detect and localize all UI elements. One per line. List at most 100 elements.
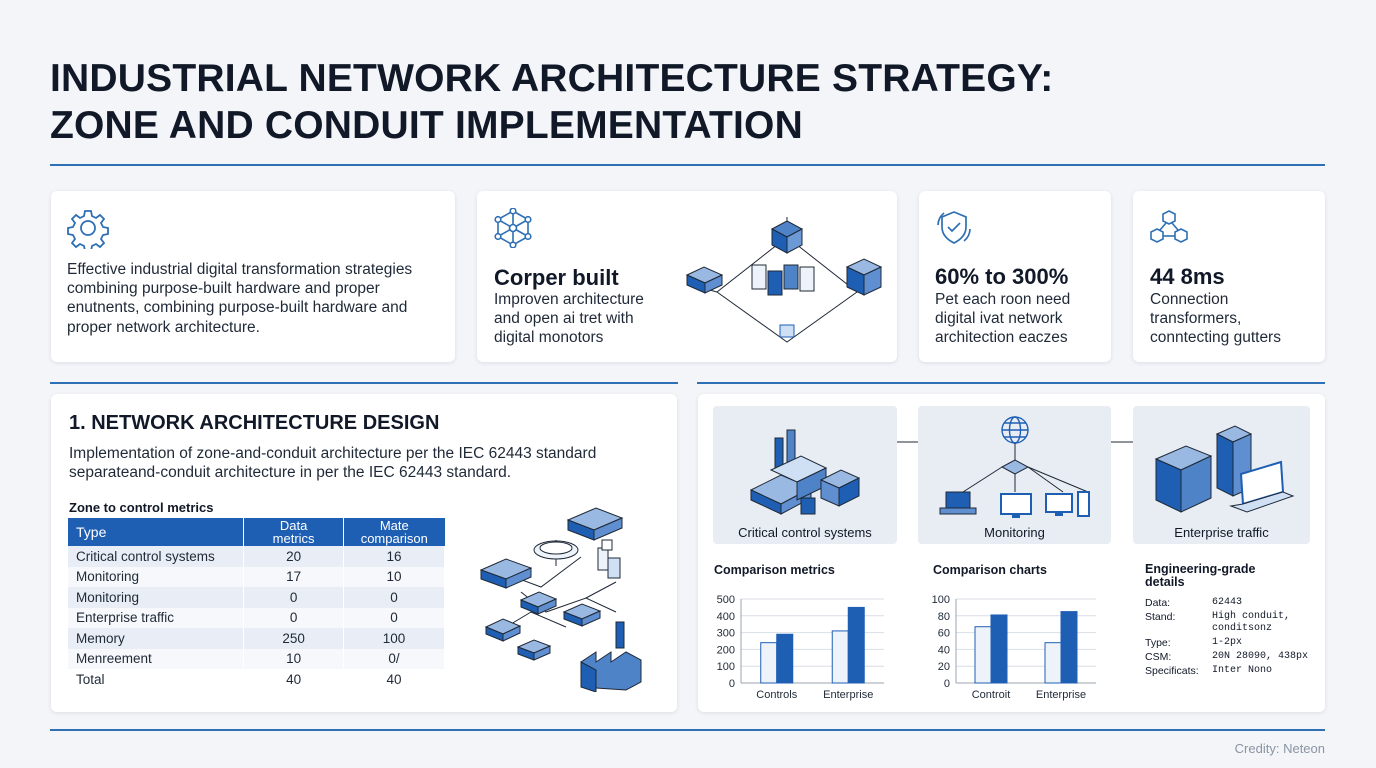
zone-monitoring[interactable]: Monitoring xyxy=(918,406,1111,544)
zone-label-monitoring: Monitoring xyxy=(984,525,1045,540)
switch-right-icon xyxy=(562,603,602,627)
cell-mate-comparison: 0 xyxy=(343,587,445,608)
section-title: 1. NETWORK ARCHITECTURE DESIGN xyxy=(69,412,440,434)
cell-mate-comparison: 0 xyxy=(343,607,445,628)
cell-mate-comparison: 0/ xyxy=(343,648,445,669)
cell-data-metrics: 10 xyxy=(243,648,345,669)
bar xyxy=(831,630,849,684)
latency-headline: 44 8ms xyxy=(1150,264,1225,289)
cell-data-metrics: 250 xyxy=(243,628,345,649)
y-tick-label: 200 xyxy=(717,644,735,656)
page-title: INDUSTRIAL NETWORK ARCHITECTURE STRATEGY… xyxy=(50,55,1053,149)
laptop-icon xyxy=(1229,460,1295,513)
table-header-row: Type Data metrics Mate comparison xyxy=(68,518,445,546)
network-hub-icon xyxy=(494,208,532,248)
zone-critical-control[interactable]: Critical control systems xyxy=(713,406,897,544)
bar xyxy=(974,626,992,684)
cell-data-metrics: 20 xyxy=(243,546,345,567)
factory-icon xyxy=(580,621,642,692)
y-tick-label: 60 xyxy=(938,628,950,640)
details-value: 62443 xyxy=(1212,597,1243,608)
x-tick-label: Controls xyxy=(756,689,797,701)
router-left-icon xyxy=(685,266,724,294)
network-design-card: 1. NETWORK ARCHITECTURE DESIGN Implement… xyxy=(51,394,677,712)
cell-mate-comparison: 10 xyxy=(343,566,445,587)
y-tick-label: 0 xyxy=(729,678,735,690)
cell-type: Enterprise traffic xyxy=(68,607,245,628)
monitor-screen-icon xyxy=(1000,493,1032,518)
y-tick-label: 400 xyxy=(717,611,735,623)
intro-card: Effective industrial digital transformat… xyxy=(51,191,455,362)
switch-top-icon xyxy=(566,507,624,541)
cell-mate-comparison: 40 xyxy=(343,669,445,690)
details-value: 1-2px xyxy=(1212,637,1243,648)
zone-label-enterprise-traffic: Enterprise traffic xyxy=(1174,525,1269,540)
tanks-icon xyxy=(597,539,621,579)
x-tick-label: Enterprise xyxy=(823,689,873,701)
cell-type: Memory xyxy=(68,628,245,649)
bar xyxy=(1060,611,1078,684)
cell-type: Monitoring xyxy=(68,566,245,587)
y-tick-label: 100 xyxy=(717,661,735,673)
y-tick-label: 100 xyxy=(932,594,950,606)
bar xyxy=(760,642,778,684)
page-title-line-1: INDUSTRIAL NETWORK ARCHITECTURE STRATEGY… xyxy=(50,57,1054,100)
column-header-type: Type xyxy=(68,518,245,546)
details-title: Engineering-grade details xyxy=(1145,562,1256,589)
cell-type: Menreement xyxy=(68,648,245,669)
hub-ring-icon xyxy=(533,540,579,560)
range-card: 60% to 300% Pet each roon need digital i… xyxy=(919,191,1111,362)
tower-icon xyxy=(1077,491,1090,517)
range-text: Pet each roon need digital ivat network … xyxy=(935,291,1071,346)
cell-mate-comparison: 16 xyxy=(343,546,445,567)
zone-metrics-table: Type Data metrics Mate comparison Critic… xyxy=(68,518,445,690)
switch-left-icon xyxy=(479,558,533,589)
x-tick-label: Controit xyxy=(972,689,1011,701)
details-value: Inter Nono xyxy=(1212,665,1273,676)
details-key: Data: xyxy=(1145,597,1171,609)
section-description-line-1: Implementation of zone-and-conduit archi… xyxy=(69,445,597,462)
zone-topology-illustration xyxy=(479,507,642,692)
section1-divider xyxy=(50,382,678,384)
bar xyxy=(990,614,1008,684)
cell-data-metrics: 17 xyxy=(243,566,345,587)
latency-text: Connection transformers, conntecting gut… xyxy=(1150,291,1281,346)
bar xyxy=(847,606,865,684)
y-tick-label: 20 xyxy=(938,661,950,673)
monitor-icon xyxy=(939,416,1090,518)
bar xyxy=(1044,642,1062,684)
cell-type: Monitoring xyxy=(68,587,245,608)
cell-data-metrics: 0 xyxy=(243,587,345,608)
y-tick-label: 500 xyxy=(717,594,735,606)
details-value: 20N 28090, 438px xyxy=(1212,651,1309,662)
gear-icon xyxy=(67,210,109,249)
cube-right-icon xyxy=(845,258,883,296)
y-tick-label: 0 xyxy=(944,678,950,690)
page-title-line-2: ZONE AND CONDUIT IMPLEMENTATION xyxy=(50,104,803,147)
monitor-screen-icon xyxy=(1045,493,1073,516)
shield-check-icon xyxy=(937,211,971,244)
intro-card-text: Effective industrial digital transformat… xyxy=(67,261,413,336)
engineering-details-card: Engineering-grade details Data: 62443 Sta… xyxy=(1132,551,1325,711)
section-description: Implementation of zone-and-conduit archi… xyxy=(69,444,649,482)
cell-type: Critical control systems xyxy=(68,546,245,567)
architecture-card: Corper built Improven architecture and o… xyxy=(477,191,897,362)
chart-title: Comparison charts xyxy=(933,563,1047,577)
server-rack-icon xyxy=(1154,425,1295,513)
section2-divider xyxy=(697,382,1325,384)
zone-enterprise-traffic[interactable]: Enterprise traffic xyxy=(1133,406,1310,544)
details-key: Stand: xyxy=(1145,611,1176,623)
server-cube-icon xyxy=(770,220,804,254)
network-topology-illustration xyxy=(685,217,883,343)
details-key: Type: xyxy=(1145,637,1171,649)
column-header-data-metrics: Data metrics xyxy=(243,518,345,546)
